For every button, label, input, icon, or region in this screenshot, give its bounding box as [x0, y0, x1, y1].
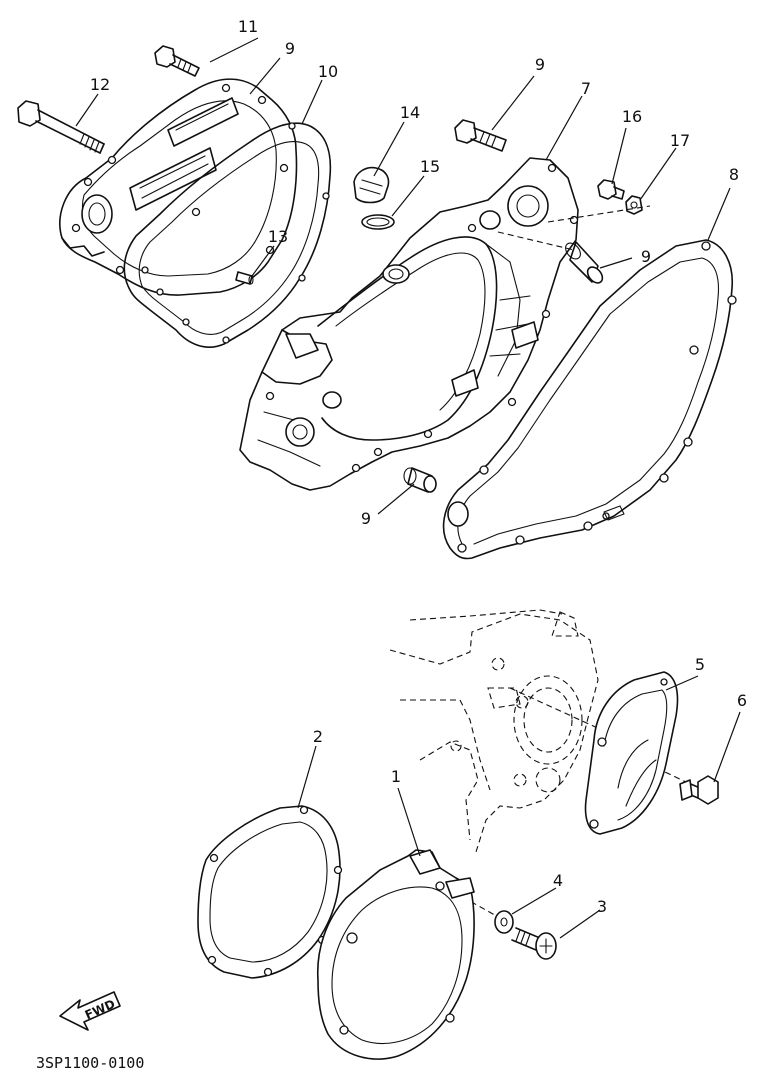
callout-5: 5: [695, 655, 705, 674]
part-13-bolt: [154, 45, 200, 77]
callout-18: 16: [622, 107, 642, 126]
callout-9-lower: 9: [361, 509, 371, 528]
callout-3: 3: [597, 897, 607, 916]
callout-10: 9: [535, 55, 545, 74]
callout-11: 9: [285, 39, 295, 58]
part-10-bolt: [454, 119, 507, 152]
part-19-washer: [625, 195, 643, 215]
part-1-generator-cover: [316, 849, 475, 1060]
callout-14: 12: [90, 75, 110, 94]
part-11-crankcase-cover: [59, 78, 298, 296]
alignment-line-upper: [497, 205, 651, 251]
part-12-cover-gasket: [123, 122, 332, 348]
part-5-cover: [584, 671, 679, 835]
callout-2: 2: [313, 727, 323, 746]
part-9-dowel-lower: [403, 467, 437, 493]
diagram-code: 3SP1100-0100: [36, 1054, 144, 1072]
part-6-bolt: [679, 775, 719, 805]
callout-1: 1: [391, 767, 401, 786]
part-15-dowel-pin: [235, 271, 254, 285]
callout-6: 6: [737, 691, 747, 710]
callout-4: 4: [553, 871, 563, 890]
callout-15: 13: [268, 227, 288, 246]
callout-19: 17: [670, 131, 690, 150]
part-14-long-bolt: [17, 100, 105, 154]
part-18-nut: [597, 179, 625, 200]
part-9-dowel-upper: [565, 241, 604, 284]
part-3-bolt: [511, 927, 557, 960]
forward-direction-arrow: FWD: [59, 991, 121, 1031]
callout-17: 15: [420, 157, 440, 176]
engine-outline: [389, 609, 599, 853]
leader-lines: [75, 37, 741, 939]
callout-12: 10: [318, 62, 338, 81]
callout-7: 7: [581, 79, 591, 98]
part-8-crankcase-gasket: [442, 239, 737, 560]
callout-16: 14: [400, 103, 420, 122]
callout-8: 8: [729, 165, 739, 184]
part-16-plug: [353, 166, 390, 204]
part-7-crankcase: [239, 157, 579, 491]
callout-9-upper: 9: [641, 247, 651, 266]
callout-13: 11: [238, 17, 258, 36]
part-17-o-ring: [361, 214, 395, 230]
part-4-washer: [494, 910, 514, 934]
